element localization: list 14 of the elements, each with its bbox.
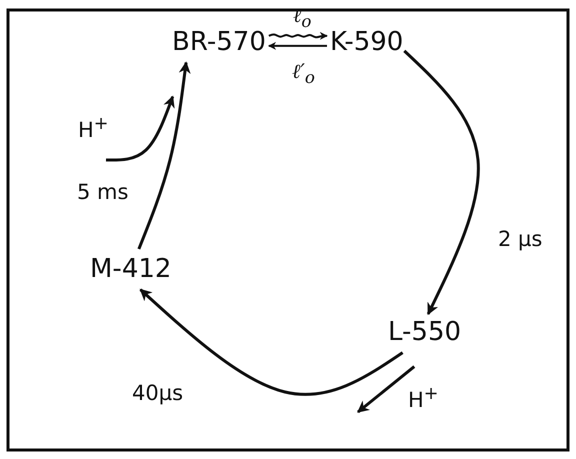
edge-label: 2 μs bbox=[498, 228, 542, 252]
arrow bbox=[403, 50, 480, 316]
arrow bbox=[268, 32, 328, 40]
edge-label: ℓ′$_{o}$ bbox=[292, 60, 315, 88]
state-label: L-550 bbox=[388, 318, 462, 347]
state-label: BR-570 bbox=[172, 28, 266, 57]
arrow bbox=[357, 365, 416, 414]
state-label: M-412 bbox=[90, 255, 172, 284]
arrow bbox=[140, 288, 404, 396]
arrow bbox=[106, 95, 175, 162]
arrow bbox=[268, 42, 327, 50]
edge-label: 40μs bbox=[132, 382, 184, 406]
arrow bbox=[137, 61, 191, 250]
state-label: K-590 bbox=[330, 28, 404, 57]
